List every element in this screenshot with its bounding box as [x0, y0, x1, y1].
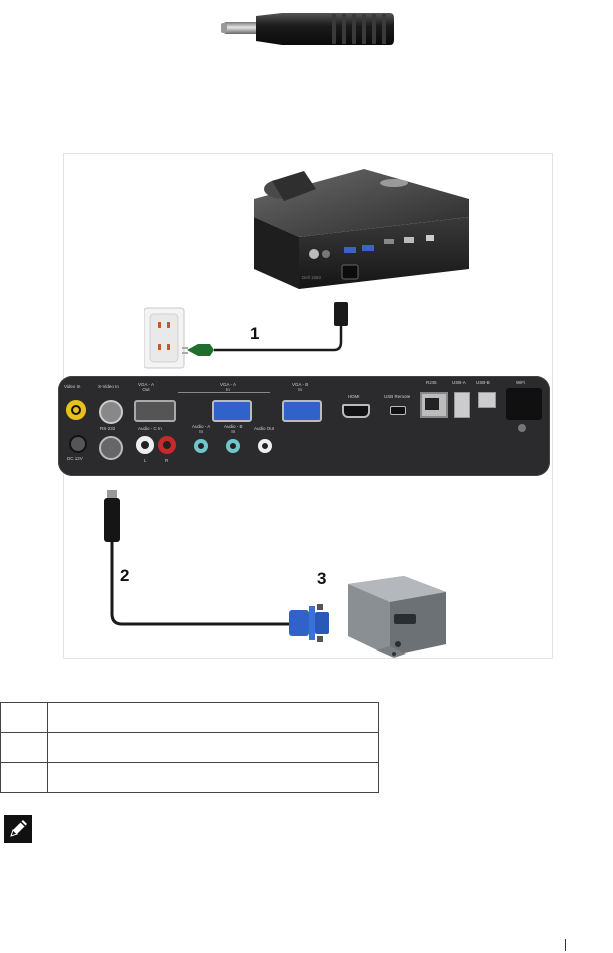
dc-power-plug-image	[221, 13, 394, 45]
label-rj45: RJ45	[426, 380, 437, 385]
connection-panel: Video In DC 12V S-Video In RS-232 VGA - …	[58, 376, 550, 476]
label-audio-l: L	[144, 458, 147, 463]
rj45-socket	[425, 398, 439, 410]
legend-row-number	[0, 732, 48, 763]
callout-3: 3	[317, 569, 327, 588]
label-rs232: RS-232	[100, 426, 116, 431]
pencil-note-icon	[4, 815, 32, 843]
label-usb-a: USB-A	[452, 380, 466, 385]
s-video-port	[99, 400, 123, 424]
legend-table	[0, 702, 379, 793]
label-vga-a-in: VGA - A In	[220, 382, 237, 392]
label-hdmi: HDMI	[348, 394, 360, 399]
usb-b-port	[478, 392, 496, 408]
wifi-antenna-screw	[518, 424, 526, 432]
label-wifi: WiFi	[516, 380, 525, 385]
legend-row	[0, 732, 379, 763]
callout-1: 1	[250, 324, 260, 343]
page-marker-line	[565, 939, 566, 951]
audio-a-in-port	[194, 439, 208, 453]
usb-remote-port	[390, 406, 406, 415]
legend-row-description	[47, 762, 379, 793]
power-cable	[144, 302, 348, 369]
vga-b-in-port	[282, 400, 322, 422]
label-audio-c-in: Audio - C In	[138, 426, 162, 431]
connection-diagram: Dell 1550 1 Video In DC 12V S-Video In R…	[58, 153, 553, 659]
rj45-port	[420, 392, 448, 418]
projector-model-label: Dell 1550	[302, 275, 322, 280]
label-audio-r: R	[165, 458, 169, 463]
label-usb-b: USB-B	[476, 380, 490, 385]
callout-2: 2	[120, 566, 130, 585]
audio-out-port	[258, 439, 272, 453]
label-dc-12v: DC 12V	[67, 456, 83, 461]
rs232-port	[99, 436, 123, 460]
legend-row-number	[0, 702, 48, 733]
label-vga-a-out: VGA - A Out	[138, 382, 155, 392]
audio-c-in-white-port	[136, 436, 154, 454]
projector-image	[254, 169, 469, 289]
legend-row	[0, 702, 379, 733]
vga-a-in-port	[212, 400, 252, 422]
label-audio-out: Audio Out	[254, 426, 275, 431]
label-audio-b-in: Audio - B In	[224, 424, 243, 434]
audio-b-in-port	[226, 439, 240, 453]
label-video-in: Video In	[64, 384, 81, 389]
legend-row	[0, 762, 379, 793]
dc-12v-port	[69, 435, 87, 453]
usb-a-port	[454, 392, 470, 418]
label-usb-remote: USB Remote	[384, 394, 411, 399]
vga-connector-image	[289, 604, 329, 642]
legend-row-description	[47, 732, 379, 763]
label-vga-b-in: VGA - B In	[292, 382, 309, 392]
label-s-video-in: S-Video In	[98, 384, 119, 389]
legend-row-number	[0, 762, 48, 793]
label-audio-a-in: Audio - A In	[192, 424, 211, 434]
audio-c-in-red-port	[158, 436, 176, 454]
control-box-image	[348, 576, 446, 658]
wifi-slot	[506, 388, 542, 420]
video-in-port	[66, 400, 86, 420]
vga-a-out-port	[134, 400, 176, 422]
hdmi-port	[342, 404, 370, 418]
rs232-cable	[104, 490, 299, 626]
vga-bracket-line	[178, 392, 270, 393]
legend-row-description	[47, 702, 379, 733]
